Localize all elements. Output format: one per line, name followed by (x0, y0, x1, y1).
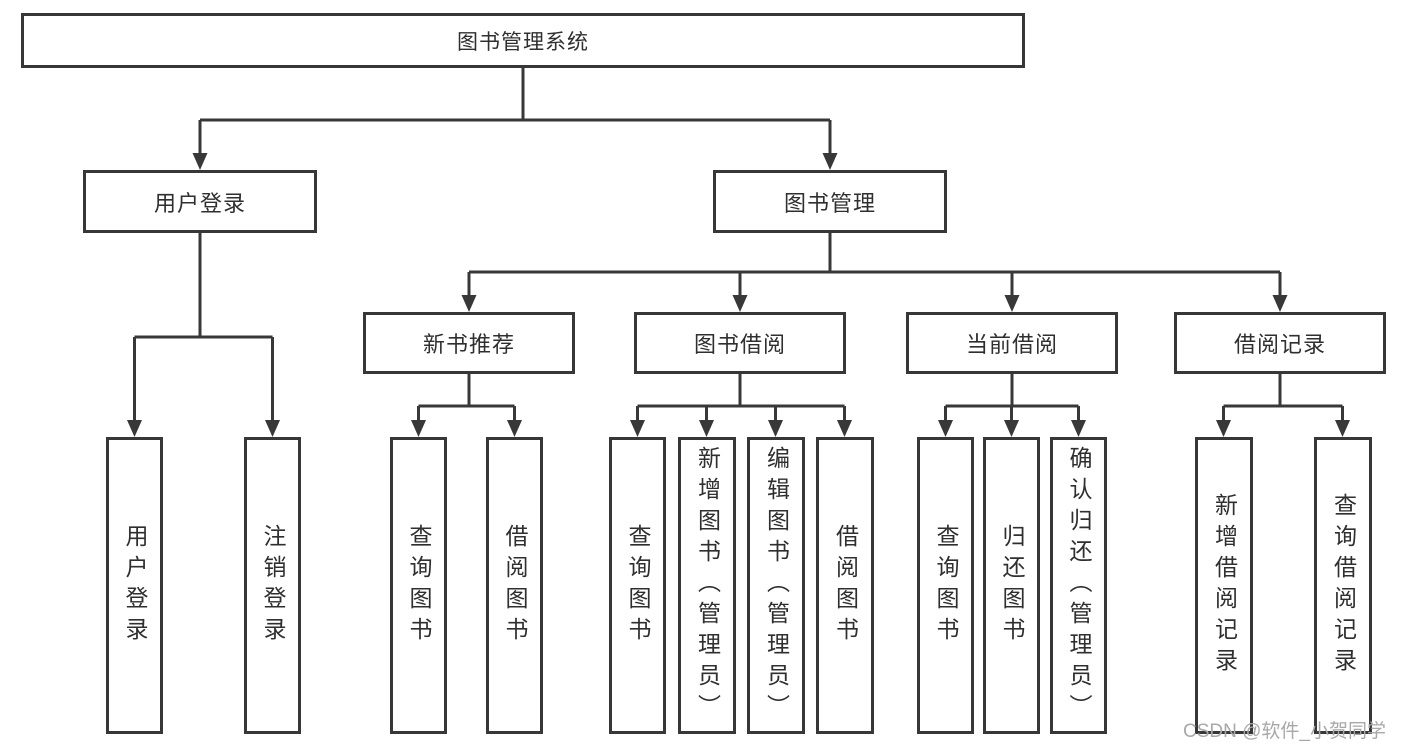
leaf-add-books-admin: 新增图书（管理员） (678, 437, 736, 734)
arrowhead (265, 420, 280, 437)
leaf-borrow-books-2: 借阅图书 (816, 437, 874, 734)
leaf-borrow-books: 借阅图书 (486, 437, 543, 734)
arrowhead (411, 420, 426, 437)
arrowhead (507, 420, 522, 437)
connectors-book-mgmt-children (461, 233, 1288, 312)
node-library-system: 图书管理系统 (21, 13, 1025, 68)
leaf-user-login: 用户登录 (106, 437, 163, 734)
leaf-confirm-return-admin: 确认归还（管理员） (1050, 437, 1107, 734)
leaf-query-books-2: 查询图书 (609, 437, 666, 734)
arrowhead (461, 295, 477, 312)
arrowhead (1071, 420, 1086, 437)
arrowhead (822, 153, 838, 170)
leaf-edit-books-admin: 编辑图书（管理员） (747, 437, 805, 734)
arrowhead (732, 295, 748, 312)
connectors-user-login-children (127, 233, 280, 437)
watermark: CSDN @软件_小贺同学 (1183, 721, 1386, 742)
connectors-book-borrow-children (630, 374, 852, 437)
connectors-current-borrow-children (938, 374, 1086, 437)
leaf-return-books: 归还图书 (983, 437, 1040, 734)
arrowhead (938, 420, 953, 437)
node-user-login: 用户登录 (83, 170, 317, 233)
arrowhead (192, 153, 208, 170)
leaf-add-borrow-record: 新增借阅记录 (1195, 437, 1253, 734)
arrowhead (127, 420, 142, 437)
leaf-query-books: 查询图书 (390, 437, 447, 734)
leaf-logout: 注销登录 (244, 437, 301, 734)
connectors-borrow-records-children (1216, 374, 1350, 437)
node-borrow-records: 借阅记录 (1174, 312, 1386, 374)
arrowhead (768, 420, 783, 437)
arrowhead (1335, 420, 1350, 437)
arrowhead (699, 420, 714, 437)
connectors-root-to-level2 (192, 68, 838, 170)
arrowhead (1216, 420, 1231, 437)
node-book-borrow: 图书借阅 (634, 312, 846, 374)
arrowhead (630, 420, 645, 437)
node-new-book-recommend: 新书推荐 (363, 312, 575, 374)
node-book-management: 图书管理 (713, 170, 947, 233)
arrowhead (1272, 295, 1288, 312)
node-current-borrow: 当前借阅 (906, 312, 1118, 374)
leaf-query-borrow-record: 查询借阅记录 (1314, 437, 1372, 734)
connectors-new-book-children (411, 374, 522, 437)
arrowhead (837, 420, 852, 437)
arrowhead (1004, 295, 1020, 312)
arrowhead (1004, 420, 1019, 437)
leaf-query-books-3: 查询图书 (917, 437, 974, 734)
